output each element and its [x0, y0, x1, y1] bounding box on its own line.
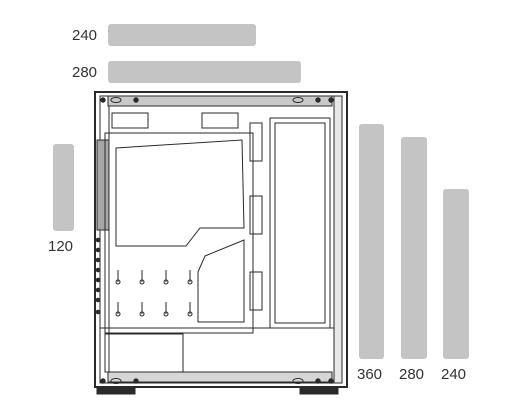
case-foot-right	[299, 386, 339, 395]
rear-radiator-120-label: 120	[48, 238, 74, 255]
top-radiator-240-label: 240	[72, 27, 98, 44]
drive-cage	[269, 117, 331, 329]
cable-grommet-bottom	[249, 271, 263, 311]
front-radiator-240-label: 240	[441, 366, 467, 383]
cpu-cutout	[115, 139, 245, 247]
case-foot-left	[96, 386, 136, 395]
front-radiator-280-label: 280	[399, 366, 425, 383]
cable-grommet-top	[249, 122, 263, 162]
psu-shroud	[104, 333, 184, 373]
cable-grommet-mid	[249, 195, 263, 235]
front-radiator-280-bar	[401, 137, 427, 359]
front-panel-strip	[333, 95, 343, 384]
case-outer-frame	[94, 91, 348, 388]
rear-radiator-120-bar	[53, 144, 74, 231]
rear-io-dots	[95, 237, 101, 315]
front-radiator-360-bar	[359, 124, 384, 359]
standoff-grid	[115, 270, 193, 317]
corner-screws	[100, 97, 334, 384]
motherboard-tray	[104, 132, 254, 334]
top-radiator-280-bar	[108, 61, 301, 83]
front-radiator-360-label: 360	[357, 366, 383, 383]
rear-bracket-column	[96, 139, 110, 231]
top-radiator-240-bar	[108, 24, 256, 46]
front-radiator-240-bar	[443, 189, 469, 359]
top-radiator-280-label: 280	[72, 64, 98, 81]
